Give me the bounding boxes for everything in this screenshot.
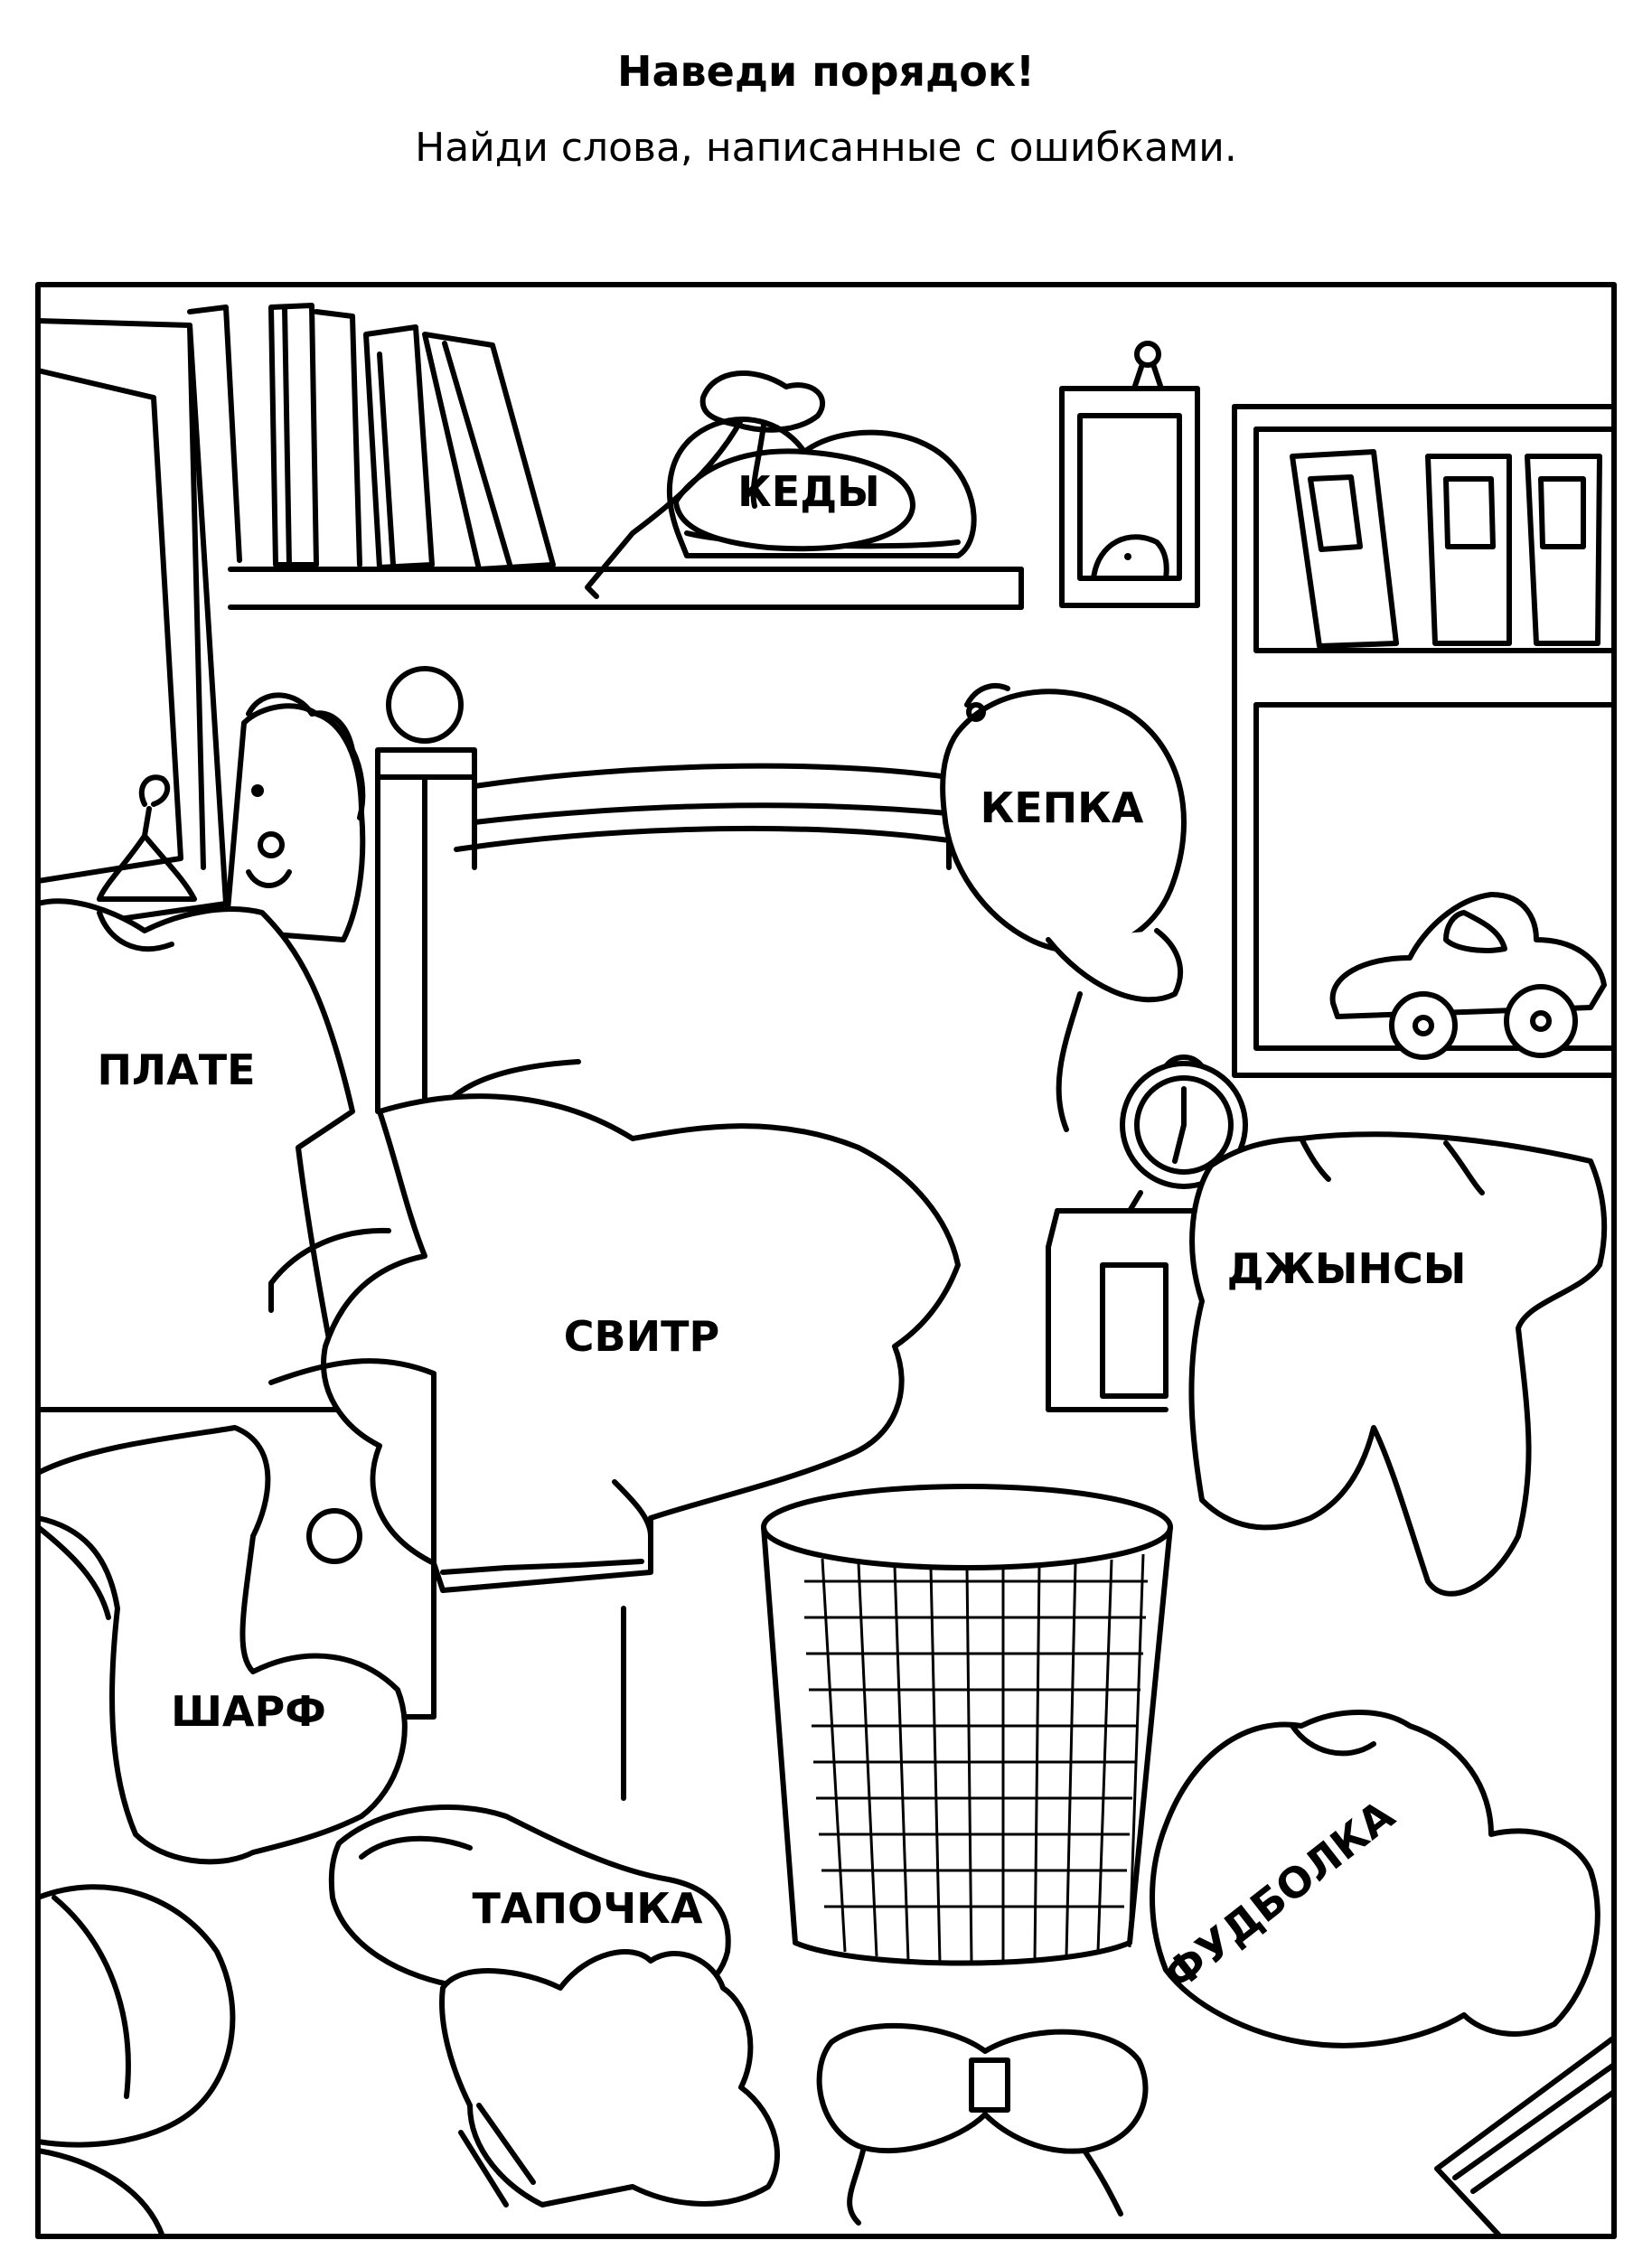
label-tapochka: ТАПОЧКА bbox=[473, 1884, 703, 1933]
ball bbox=[35, 1884, 236, 2239]
box bbox=[268, 1358, 626, 1801]
label-kedy: КЕДЫ bbox=[737, 467, 880, 516]
wall-picture bbox=[1059, 341, 1200, 608]
label-plate: ПЛАТЕ bbox=[97, 1045, 255, 1094]
sweater bbox=[268, 1093, 961, 1593]
toy-car bbox=[1329, 892, 1607, 1060]
label-dzhinsy: ДЖЫНСЫ bbox=[1227, 1244, 1467, 1293]
glove bbox=[439, 1949, 780, 2207]
cap bbox=[940, 683, 1187, 1132]
bed bbox=[375, 666, 952, 1141]
door bbox=[35, 318, 229, 933]
book bbox=[1434, 2035, 1617, 2239]
jeans bbox=[1188, 1131, 1608, 1597]
page-title: Наведи порядок! bbox=[616, 47, 1036, 96]
page-subtitle: Найди слова, написанные с ошибками. bbox=[415, 125, 1237, 171]
label-kepka: КЕПКА bbox=[981, 783, 1144, 832]
bookcase bbox=[1232, 404, 1617, 1078]
t-shirt bbox=[1150, 1710, 1600, 2048]
boy bbox=[223, 692, 366, 942]
label-svitr: СВИТР bbox=[564, 1312, 719, 1361]
sneakers-bag bbox=[585, 370, 977, 599]
label-sharf: ШАРФ bbox=[171, 1687, 326, 1736]
waste-basket bbox=[761, 1484, 1173, 1966]
top-shelf bbox=[187, 303, 1024, 610]
scarf bbox=[35, 1425, 408, 1865]
alarm-clock bbox=[1120, 1055, 1248, 1214]
bow-tie bbox=[816, 2022, 1149, 2226]
